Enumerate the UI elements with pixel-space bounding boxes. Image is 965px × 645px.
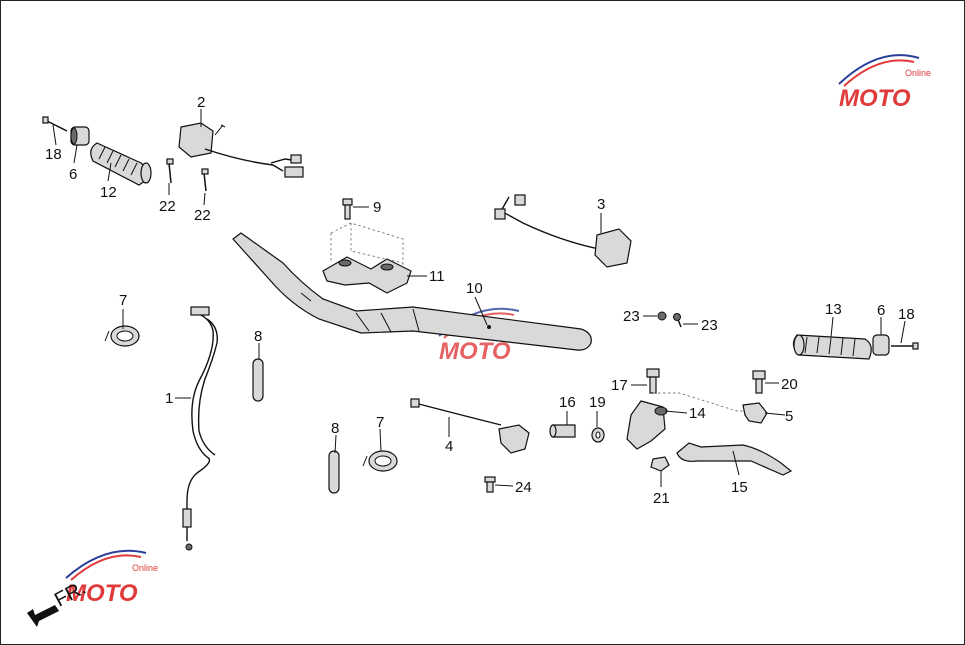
label-22-right: 22 bbox=[194, 207, 211, 224]
left-bar-end bbox=[70, 126, 90, 146]
label-3: 3 bbox=[597, 196, 605, 213]
switch-screw-left bbox=[166, 158, 174, 184]
label-4: 4 bbox=[445, 438, 453, 455]
switch-screw-23b bbox=[673, 313, 682, 328]
label-21: 21 bbox=[653, 490, 670, 507]
label-7-left: 7 bbox=[119, 292, 127, 309]
collar-16 bbox=[549, 424, 576, 438]
label-22-left: 22 bbox=[159, 198, 176, 215]
label-2: 2 bbox=[197, 94, 205, 111]
label-13: 13 bbox=[825, 301, 842, 318]
watermark-top-right: MOTO Online bbox=[838, 54, 931, 112]
cable-band-center bbox=[362, 450, 398, 472]
label-5: 5 bbox=[785, 408, 793, 425]
left-grip bbox=[90, 142, 152, 186]
holder-cap-5 bbox=[742, 402, 768, 424]
label-20: 20 bbox=[781, 376, 798, 393]
watermark-bottom-left: MOTO Online bbox=[65, 549, 158, 607]
left-end-bolt bbox=[42, 116, 68, 132]
label-16: 16 bbox=[559, 394, 576, 411]
label-24: 24 bbox=[515, 479, 532, 496]
holder-bolt bbox=[342, 198, 353, 220]
label-7-center: 7 bbox=[376, 414, 384, 431]
right-end-bolt bbox=[891, 342, 919, 350]
label-15: 15 bbox=[731, 479, 748, 496]
label-6-right: 6 bbox=[877, 302, 885, 319]
label-6-left: 6 bbox=[69, 166, 77, 183]
label-10: 10 bbox=[466, 280, 483, 297]
right-bar-end bbox=[872, 334, 890, 356]
label-23-left: 23 bbox=[623, 308, 640, 325]
left-handlebar-switch bbox=[178, 122, 304, 178]
watermark-sub: Online bbox=[905, 68, 931, 78]
washer-19 bbox=[591, 427, 605, 443]
label-9: 9 bbox=[373, 199, 381, 216]
watermark-text-bl: MOTO bbox=[66, 580, 138, 607]
cable-band-left bbox=[104, 325, 140, 347]
label-14: 14 bbox=[689, 405, 706, 422]
label-8-center: 8 bbox=[331, 420, 339, 437]
lever-holder-14 bbox=[626, 392, 761, 450]
switch-screw-23a bbox=[657, 311, 667, 321]
label-18-right: 18 bbox=[898, 306, 915, 323]
wire-clamp-left bbox=[252, 358, 264, 402]
handlebar bbox=[232, 232, 592, 351]
label-17: 17 bbox=[611, 377, 628, 394]
wire-clamp-center bbox=[328, 450, 340, 494]
switch-screw-right bbox=[201, 168, 209, 192]
leader-lines bbox=[52, 109, 906, 487]
brake-switch bbox=[410, 398, 530, 454]
label-11: 11 bbox=[429, 268, 445, 285]
right-handlebar-switch bbox=[494, 194, 632, 268]
part-labels: 1 2 3 4 5 6 6 7 7 8 8 9 10 11 12 13 14 1… bbox=[45, 94, 915, 507]
pivot-bolt-17 bbox=[646, 368, 660, 394]
label-23-right: 23 bbox=[701, 317, 718, 334]
watermark-sub-bl: Online bbox=[132, 563, 158, 573]
label-1: 1 bbox=[165, 390, 173, 407]
upper-handlebar-holder bbox=[322, 222, 412, 294]
right-grip bbox=[792, 334, 872, 360]
nut-21 bbox=[650, 456, 670, 472]
throttle-cable bbox=[182, 306, 218, 551]
watermark-text: MOTO bbox=[839, 85, 911, 112]
label-19: 19 bbox=[589, 394, 606, 411]
label-12: 12 bbox=[100, 184, 117, 201]
screw-24 bbox=[484, 476, 496, 493]
label-18-left: 18 bbox=[45, 146, 62, 163]
label-8-left: 8 bbox=[254, 328, 262, 345]
holder-bolt-20 bbox=[752, 370, 766, 394]
watermark-text-center: MOTO bbox=[439, 338, 511, 365]
lever-15 bbox=[676, 442, 793, 476]
